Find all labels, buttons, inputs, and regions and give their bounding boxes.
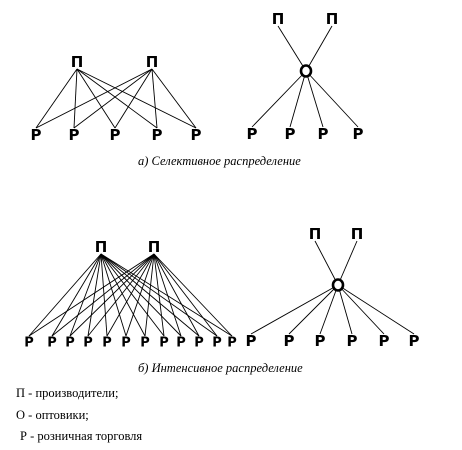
retailer-node: Р	[140, 336, 150, 351]
edge	[250, 284, 339, 335]
edge	[337, 284, 353, 335]
retailer-node: Р	[318, 125, 329, 143]
edge	[153, 253, 200, 337]
edge	[305, 70, 359, 128]
edge	[35, 68, 153, 129]
wholesaler-node	[331, 278, 345, 292]
producer-node: П	[309, 225, 322, 243]
edge	[100, 253, 127, 337]
legend-producers: П - производители;	[16, 386, 119, 400]
producer-node: П	[326, 10, 339, 28]
edge	[100, 253, 146, 337]
retailer-node: Р	[83, 336, 93, 351]
edge	[153, 253, 233, 337]
retailer-node: Р	[65, 336, 75, 351]
retailer-node: Р	[194, 336, 204, 351]
producer-node: П	[148, 238, 161, 256]
retailer-node: Р	[347, 332, 358, 350]
edge	[151, 68, 158, 129]
edge	[153, 253, 165, 337]
producer-node: П	[71, 53, 84, 71]
wholesaler-node	[299, 64, 313, 78]
edge	[337, 240, 358, 286]
edge	[35, 68, 78, 129]
edge	[73, 68, 153, 129]
retailer-node: Р	[409, 332, 420, 350]
caption-intensive: б) Интенсивное распределение	[138, 361, 303, 375]
edge	[319, 284, 339, 335]
edge	[28, 253, 155, 337]
retailer-node: Р	[315, 332, 326, 350]
retailer-node: Р	[24, 336, 34, 351]
producer-node: П	[272, 10, 285, 28]
retailer-node: Р	[247, 125, 258, 143]
retailer-node: Р	[379, 332, 390, 350]
retailer-node: Р	[353, 125, 364, 143]
producer-node: П	[351, 225, 364, 243]
retailer-node: Р	[31, 126, 42, 144]
retailer-node: Р	[227, 336, 237, 351]
edge	[76, 68, 197, 129]
edge	[100, 253, 200, 337]
producer-node: П	[146, 53, 159, 71]
edge	[151, 68, 197, 129]
edge	[153, 253, 218, 337]
retailer-node: Р	[121, 336, 131, 351]
edge	[51, 253, 102, 337]
edge	[114, 68, 153, 129]
edge	[87, 253, 155, 337]
edge	[51, 253, 155, 337]
retailer-node: Р	[47, 336, 57, 351]
edge	[69, 253, 155, 337]
edge	[87, 253, 102, 337]
retailer-node: Р	[152, 126, 163, 144]
retailer-node: Р	[102, 336, 112, 351]
edge	[337, 284, 415, 335]
retailer-node: Р	[159, 336, 169, 351]
edge	[289, 70, 307, 128]
legend-retailers: Р - розничная торговля	[20, 429, 143, 443]
legend-wholesalers: О - оптовики;	[16, 408, 89, 422]
edge	[337, 284, 385, 335]
retailer-node: Р	[246, 332, 257, 350]
edge	[100, 253, 165, 337]
edge	[76, 68, 158, 129]
retailer-node: Р	[176, 336, 186, 351]
edge	[28, 253, 102, 337]
edge	[100, 253, 233, 337]
retailer-node: Р	[110, 126, 121, 144]
edge	[153, 253, 182, 337]
retailer-node: Р	[212, 336, 222, 351]
edge	[305, 25, 333, 72]
edge	[125, 253, 155, 337]
edge	[288, 284, 339, 335]
edge	[100, 253, 182, 337]
edge	[144, 253, 155, 337]
edge	[305, 70, 324, 128]
edge	[76, 68, 116, 129]
retailer-node: Р	[284, 332, 295, 350]
edge	[100, 253, 108, 337]
retailer-node: Р	[191, 126, 202, 144]
producer-node: П	[95, 238, 108, 256]
retailer-node: Р	[285, 125, 296, 143]
edge	[277, 25, 307, 72]
edge	[69, 253, 102, 337]
edge	[106, 253, 155, 337]
edge	[73, 68, 78, 129]
edge	[251, 70, 307, 128]
retailer-node: Р	[69, 126, 80, 144]
edge	[314, 240, 339, 286]
caption-selective: а) Селективное распределение	[138, 154, 301, 168]
